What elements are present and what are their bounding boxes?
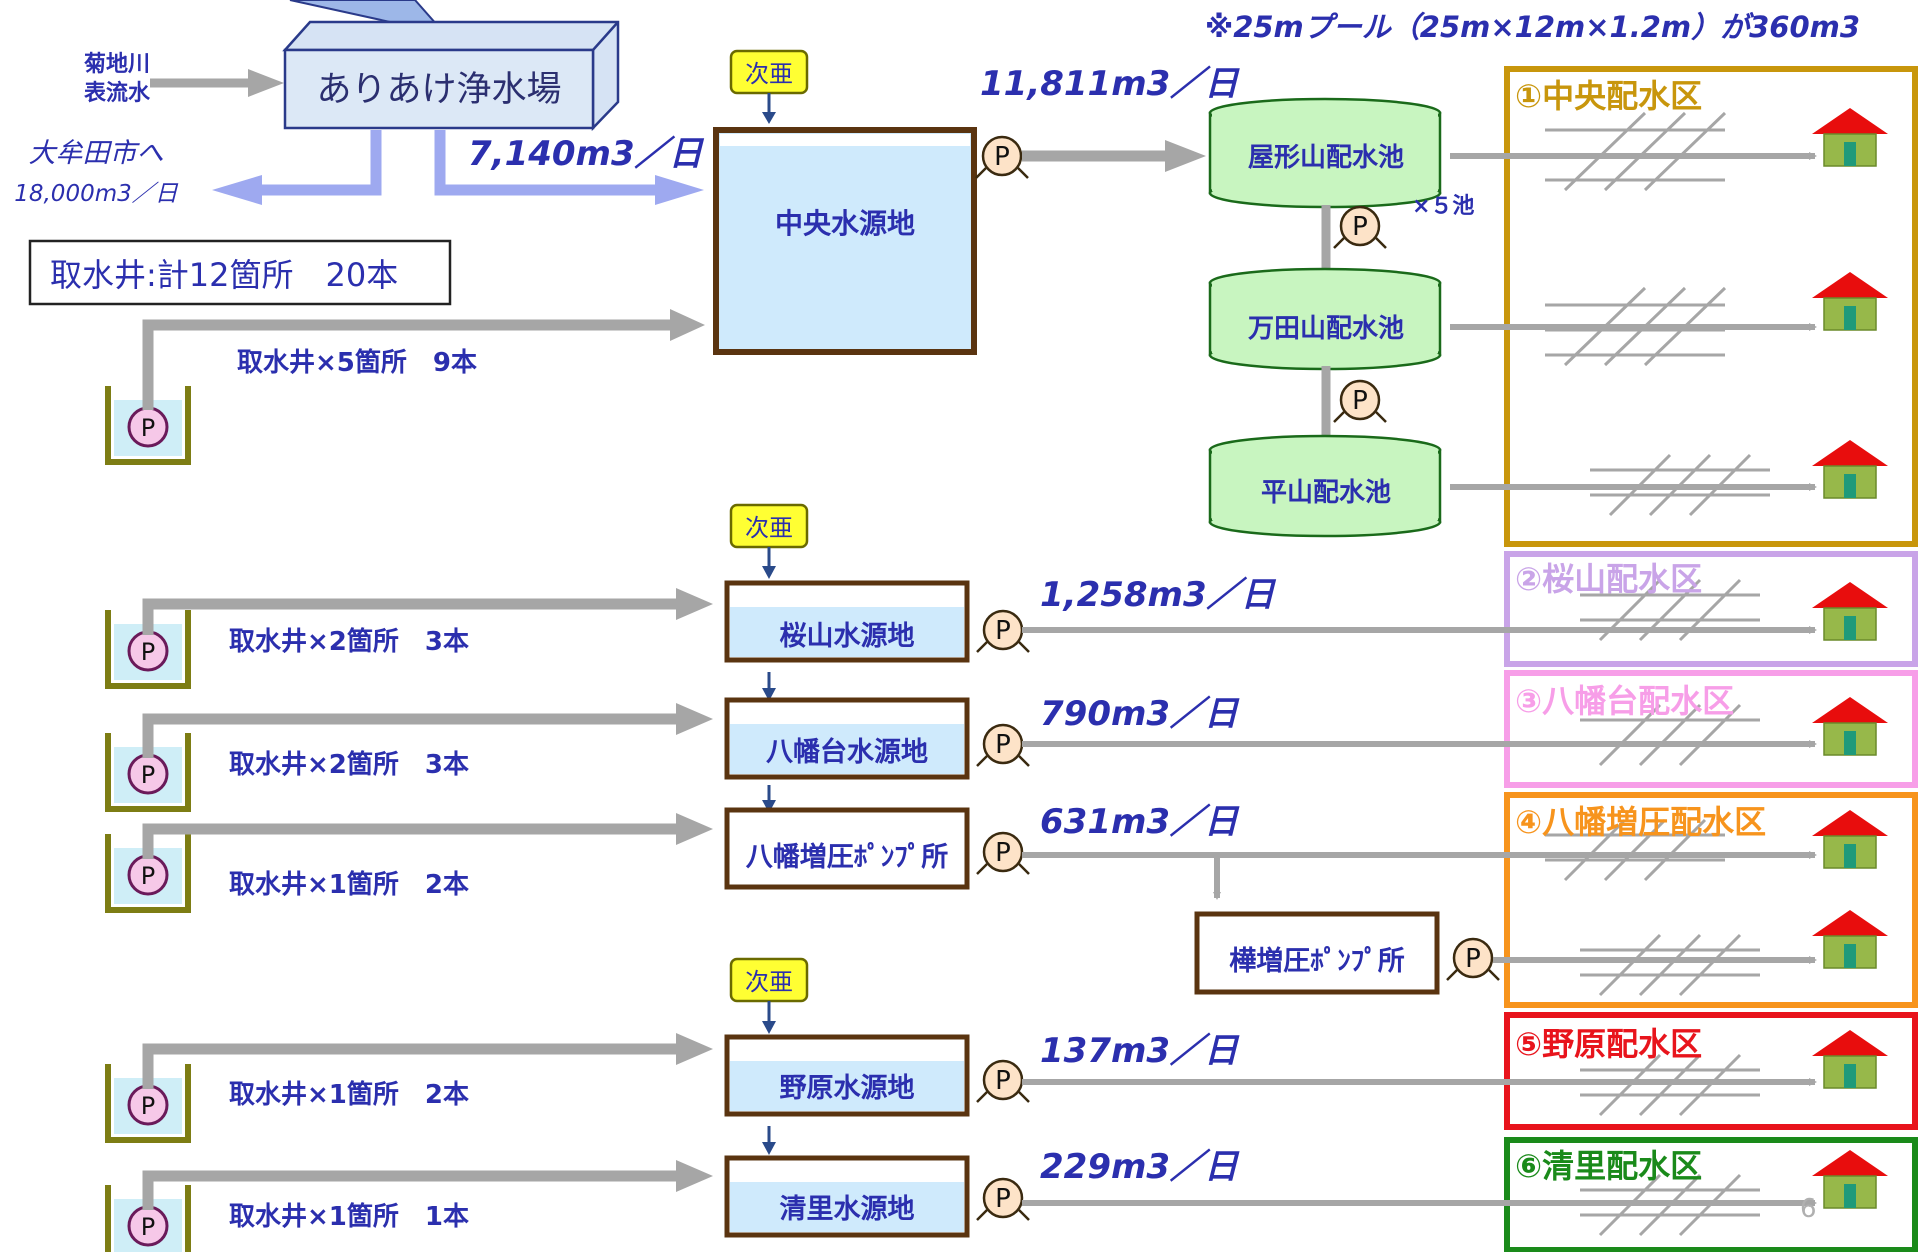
- district-label-6: ⑥清里配水区: [1515, 1147, 1702, 1185]
- svg-text:次亜: 次亜: [745, 60, 793, 88]
- pump-icon: [1332, 379, 1388, 424]
- booster2-box: [1194, 911, 1440, 995]
- source-2-label: 八幡増圧ﾎﾟﾝﾌﾟ所: [746, 841, 949, 873]
- plant-label: ありあけ浄水場: [316, 70, 561, 110]
- source-4-wells: 取水井×1箇所 1本: [229, 1201, 469, 1232]
- reservoir-2: 万田山配水池: [1208, 267, 1442, 371]
- omuta-label: 大牟田市へ: [29, 138, 164, 169]
- source-2-wells: 取水井×1箇所 2本: [229, 869, 469, 900]
- booster2-label: 樺増圧ﾎﾟﾝﾌﾟ所: [1229, 945, 1405, 977]
- reservoir-2-label: 万田山配水池: [1248, 314, 1404, 344]
- house-icon: [1811, 1029, 1889, 1089]
- district-box-2: [1504, 551, 1918, 667]
- house-icon: [1811, 271, 1889, 331]
- reservoir-1: 屋形山配水池: [1208, 97, 1442, 209]
- pump-icon: [975, 831, 1031, 876]
- reservoir-3-label: 平山配水池: [1261, 478, 1391, 508]
- wells-total-label: 取水井:計12箇所 20本: [50, 256, 398, 294]
- reservoir-3: 平山配水池: [1208, 434, 1442, 538]
- house-icon: [1811, 909, 1889, 969]
- house-icon: [1811, 1149, 1889, 1209]
- nohara-chlorine: 次亜: [729, 957, 809, 1034]
- source-2-flow: 631m3／日: [1040, 802, 1240, 842]
- source-1-flow: 790m3／日: [1040, 694, 1240, 734]
- source-4-flow: 229m3／日: [1040, 1147, 1240, 1187]
- house-icon: [1811, 581, 1889, 641]
- purification-plant: ありあけ浄水場: [282, 20, 620, 132]
- district-label-1: ①中央配水区: [1515, 77, 1702, 115]
- pump-icon: [975, 1177, 1031, 1222]
- central-wells-label: 取水井×5箇所 9本: [237, 347, 477, 378]
- district-label-5: ⑤野原配水区: [1515, 1025, 1702, 1063]
- pump-icon: [975, 609, 1031, 654]
- house-icon: [1811, 439, 1889, 499]
- omuta-volume: 18,000m3／日: [14, 181, 179, 207]
- district-box-6: [1504, 1137, 1918, 1252]
- source-3-label: 野原水源地: [780, 1073, 915, 1104]
- house-icon: [1811, 107, 1889, 167]
- central-flow: 11,811m3／日: [980, 64, 1240, 104]
- river-label-2: 表流水: [84, 80, 151, 106]
- district-boxes: [1504, 66, 1918, 1252]
- reservoir-1-label: 屋形山配水池: [1248, 143, 1404, 173]
- source-0-wells: 取水井×2箇所 3本: [229, 626, 469, 657]
- source-3-flow: 137m3／日: [1040, 1031, 1240, 1071]
- pump-icon: [974, 135, 1030, 180]
- house-icon: [1811, 809, 1889, 869]
- district-labels: ①中央配水区 ②桜山配水区 ③八幡台配水区 ④八幡増圧配水区 ⑤野原配水区 ⑥清…: [1515, 77, 1766, 1185]
- source-3-wells: 取水井×1箇所 2本: [229, 1079, 469, 1110]
- pump-icon: [975, 723, 1031, 768]
- district-box-4: [1504, 792, 1918, 1008]
- pond-count: ×５池: [1412, 194, 1474, 219]
- district-label-2: ②桜山配水区: [1515, 560, 1702, 598]
- svg-text:次亜: 次亜: [745, 514, 793, 542]
- source-2-box: [724, 807, 970, 890]
- houses: [1811, 107, 1889, 1209]
- district-box-3: [1504, 670, 1918, 788]
- source-4-label: 清里水源地: [780, 1194, 915, 1225]
- district-box-5: [1504, 1012, 1918, 1130]
- district-label-4: ④八幡増圧配水区: [1515, 803, 1766, 841]
- pump-icon: [1332, 205, 1388, 250]
- svg-text:次亜: 次亜: [745, 968, 793, 996]
- central-chlorine: 次亜: [729, 49, 809, 124]
- wells-total-box: [28, 239, 452, 306]
- district-box-1: [1504, 66, 1918, 547]
- sakurayama-chlorine: 次亜: [729, 503, 809, 579]
- source-0-flow: 1,258m3／日: [1040, 575, 1277, 615]
- source-1-label: 八幡台水源地: [766, 736, 928, 768]
- river-label-1: 菊地川: [84, 52, 150, 77]
- page-number: 6: [1800, 1194, 1817, 1224]
- source-1-wells: 取水井×2箇所 3本: [229, 749, 469, 780]
- central-source-box: [713, 127, 977, 355]
- house-icon: [1811, 696, 1889, 756]
- pump-icon: [1445, 937, 1501, 982]
- central-source-label: 中央水源地: [775, 207, 915, 240]
- pump-icon: [975, 1059, 1031, 1104]
- district-label-3: ③八幡台配水区: [1515, 682, 1734, 720]
- source-0-label: 桜山水源地: [780, 621, 915, 652]
- pool-note: ※25mプール（25m×12m×1.2m）が360m3: [1205, 10, 1860, 44]
- plant-to-central-flow: 7,140m3／日: [468, 134, 705, 174]
